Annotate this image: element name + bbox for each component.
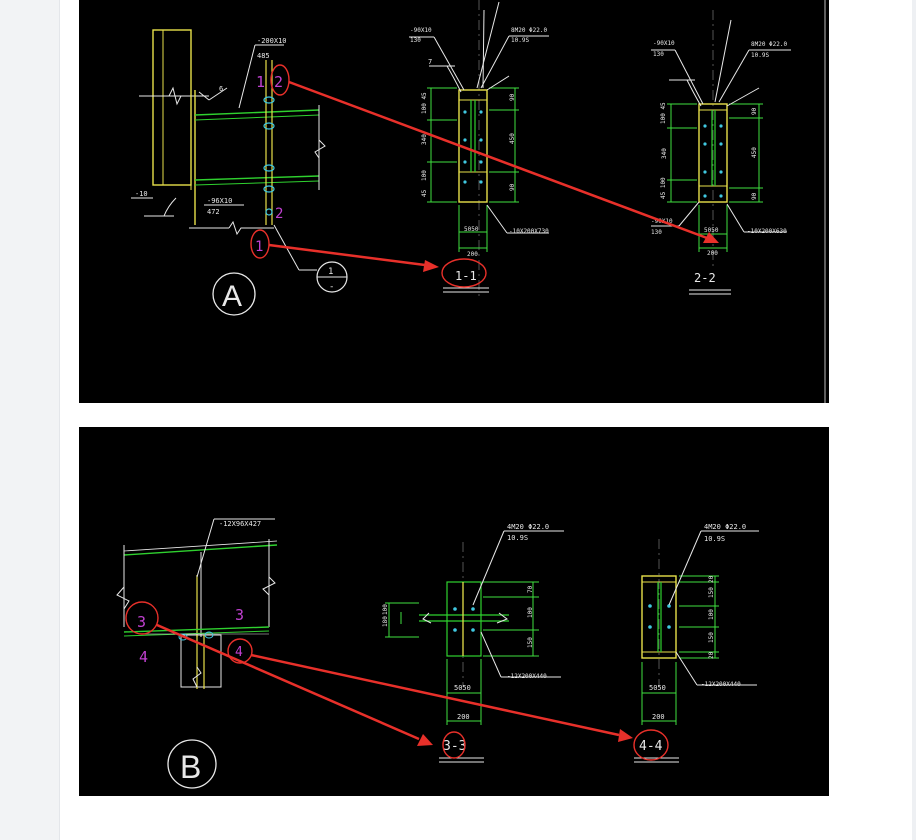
svg-text:450: 450 [751, 147, 758, 158]
svg-text:150: 150 [708, 632, 715, 643]
svg-text:90: 90 [751, 192, 758, 200]
svg-text:-10X200X630: -10X200X630 [747, 228, 787, 235]
svg-text:70: 70 [527, 585, 534, 593]
marker-2-bottom: 2 [275, 206, 283, 222]
detail-label-b: B [167, 739, 217, 789]
svg-text:10.9S: 10.9S [704, 535, 725, 543]
cad-drawing-b: -12X96X427 3 3 4 4 B [79, 427, 829, 796]
section-1-1: 100 45 340 100 45 90 450 90 5050 200 -90… [409, 0, 549, 300]
svg-text:20: 20 [708, 651, 715, 659]
svg-text:A: A [222, 280, 242, 313]
drawing-a-canvas: -200X10 485 6 -10 -96X10 472 1 2 2 1 1 -… [131, 0, 826, 403]
svg-text:B: B [180, 749, 201, 785]
svg-text:200: 200 [652, 713, 665, 721]
svg-text:150: 150 [708, 587, 715, 598]
marker-1-bottom: 1 [255, 239, 263, 255]
svg-text:90: 90 [509, 183, 516, 191]
svg-text:100: 100 [527, 607, 534, 618]
right-scrollbar[interactable] [912, 0, 916, 840]
section-4-4: 20 150 100 150 20 5050 200 4M20 Φ22.0 10… [634, 523, 759, 763]
svg-text:10.9S: 10.9S [511, 37, 529, 44]
left-sidebar [0, 0, 60, 840]
section-3-3-title: 3-3 [443, 739, 466, 754]
svg-text:-12X200X440: -12X200X440 [701, 681, 741, 688]
svg-text:-10X200X730: -10X200X730 [509, 228, 549, 235]
svg-text:200: 200 [467, 251, 478, 258]
marker-4-right: 4 [235, 645, 243, 660]
svg-text:-90X10: -90X10 [653, 40, 675, 47]
section-2-2-title: 2-2 [694, 271, 716, 285]
svg-text:45: 45 [421, 189, 428, 197]
section-4-4-title: 4-4 [639, 739, 663, 754]
top-plate-length: 485 [257, 52, 270, 60]
marker-3-left: 3 [137, 613, 146, 631]
svg-text:90: 90 [509, 93, 516, 101]
svg-text:8M20 Φ22.0: 8M20 Φ22.0 [751, 41, 788, 48]
section-3-3: 180 100 70 100 150 5050 200 4M20 Φ22.0 1… [382, 523, 564, 763]
section-2-2: 100 45 340 45 100 90 450 90 5050 200 -90… [651, 10, 791, 295]
section-markers-b: 3 3 4 4 [137, 606, 244, 666]
section-reference-circle: 1 - [316, 261, 348, 293]
cad-drawing-a: -200X10 485 6 -10 -96X10 472 1 2 2 1 1 -… [79, 0, 829, 403]
svg-text:20: 20 [708, 575, 715, 583]
section-markers-a: 1 2 2 1 [255, 73, 283, 255]
section-1-1-title: 1-1 [455, 269, 477, 283]
svg-text:130: 130 [651, 229, 662, 236]
svg-text:-90X10: -90X10 [410, 27, 432, 34]
marker-1-top: 1 [256, 73, 265, 91]
svg-text:200: 200 [457, 713, 470, 721]
detail-label-a: A [212, 272, 256, 316]
svg-text:5050: 5050 [649, 684, 666, 692]
mid-plate-label: -96X10 [207, 197, 232, 205]
marker-2-top: 2 [274, 73, 283, 91]
beam-column-elevation: -200X10 485 6 -10 -96X10 472 [131, 29, 326, 271]
svg-text:4M20 Φ22.0: 4M20 Φ22.0 [704, 523, 746, 531]
svg-text:100 45: 100 45 [660, 102, 667, 124]
svg-text:-12X200X440: -12X200X440 [507, 673, 547, 680]
svg-text:90: 90 [751, 107, 758, 115]
svg-text:10.9S: 10.9S [507, 534, 528, 542]
left-weld-label: 6 [219, 85, 223, 93]
top-plate-label: -200X10 [257, 37, 287, 45]
marker-3-right: 3 [235, 606, 244, 624]
svg-text:150: 150 [527, 637, 534, 648]
svg-text:200: 200 [707, 250, 718, 257]
svg-text:4M20 Φ22.0: 4M20 Φ22.0 [507, 523, 549, 531]
svg-text:340: 340 [421, 134, 428, 145]
red-annotations-b [125, 601, 669, 761]
top-plate-label-b: -12X96X427 [219, 520, 261, 528]
beam-elevation-b: -12X96X427 [116, 518, 278, 689]
svg-text:130: 130 [410, 37, 421, 44]
svg-text:8M20 Φ22.0: 8M20 Φ22.0 [511, 27, 548, 34]
svg-text:7: 7 [428, 58, 432, 66]
svg-text:1: 1 [328, 267, 333, 277]
svg-text:100: 100 [421, 170, 428, 181]
svg-text:5050: 5050 [704, 227, 719, 234]
marker-4-left: 4 [139, 648, 148, 666]
red-annotations-a [250, 64, 719, 288]
svg-text:100: 100 [382, 604, 389, 615]
svg-text:130: 130 [653, 51, 664, 58]
svg-text:100: 100 [708, 609, 715, 620]
svg-text:180: 180 [382, 616, 389, 627]
svg-text:5050: 5050 [464, 226, 479, 233]
svg-text:10.9S: 10.9S [751, 52, 769, 59]
svg-text:100 45: 100 45 [421, 92, 428, 114]
svg-text:-: - [329, 282, 334, 292]
svg-text:5050: 5050 [454, 684, 471, 692]
svg-text:340: 340 [661, 148, 668, 159]
left-plate-label: -10 [135, 190, 148, 198]
svg-text:450: 450 [509, 133, 516, 144]
drawing-b-canvas: -12X96X427 3 3 4 4 B [116, 518, 759, 789]
mid-plate-length: 472 [207, 208, 220, 216]
svg-text:45 100: 45 100 [660, 177, 667, 199]
